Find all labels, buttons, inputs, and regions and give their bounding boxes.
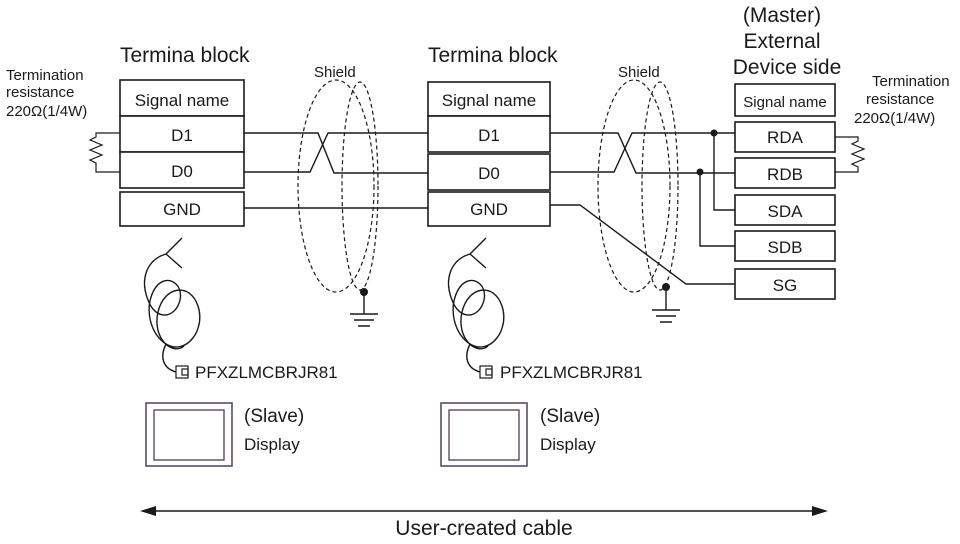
right-shield-inner	[641, 81, 679, 291]
ext-header-cell	[734, 83, 836, 117]
ext-rdb-text: RDB	[767, 165, 803, 184]
ext-sdb-text: SDB	[768, 238, 803, 257]
left-d0-cell	[119, 151, 245, 189]
left-shield-icon	[297, 79, 375, 293]
cable-span-label: User-created cable	[395, 517, 572, 539]
left-termination-line-3: 220Ω(1/4W)	[6, 103, 87, 120]
right-termination: Termination resistance 220Ω(1/4W)	[835, 73, 950, 173]
middle-block-title: Termina block	[428, 44, 558, 67]
right-shield-icon	[597, 79, 671, 293]
left-cable-code: PFXZLMCBRJR81	[195, 363, 338, 382]
ext-rdb-cell	[734, 157, 836, 189]
middle-display-line-1: (Slave)	[540, 406, 600, 427]
left-cable-coil: PFXZLMCBRJR81	[143, 237, 338, 382]
left-d0-wire	[244, 132, 428, 173]
middle-header-text: Signal name	[442, 91, 537, 110]
right-d1-wire	[550, 132, 735, 174]
right-resistor-icon	[835, 136, 866, 173]
middle-display-line-2: Display	[540, 435, 596, 454]
middle-gnd-cell	[427, 191, 551, 227]
ext-header-text: Signal name	[743, 94, 826, 111]
ext-sdb-cell	[734, 230, 836, 262]
left-shield-label: Shield	[314, 64, 356, 81]
middle-coil-tail	[466, 343, 481, 373]
external-device: (Master) External Device side Signal nam…	[733, 4, 842, 300]
sda-bridge-wire	[713, 133, 735, 211]
right-gnd-wire	[550, 204, 735, 285]
middle-slave-display: (Slave) Display	[440, 402, 600, 467]
right-termination-line-1: Termination	[872, 73, 950, 90]
ext-sda-text: SDA	[768, 202, 804, 221]
left-cable-arrow-icon	[164, 237, 183, 269]
middle-d0-cell	[427, 153, 551, 191]
sdb-bridge-wire	[699, 172, 735, 247]
right-d0-wire	[550, 132, 735, 173]
left-header-text: Signal name	[135, 91, 230, 110]
ext-title-line-3: Device side	[733, 56, 842, 79]
right-cable: Shield	[550, 64, 735, 323]
middle-terminal-block: Termina block Signal name D1 D0 GND	[427, 44, 558, 227]
left-display-line-2: Display	[244, 435, 300, 454]
left-d1-cell	[119, 115, 245, 153]
middle-cable-coil: PFXZLMCBRJR81	[447, 237, 643, 382]
left-resistor-icon	[88, 132, 120, 173]
left-coil-icon	[143, 253, 201, 350]
middle-d1-cell	[427, 115, 551, 153]
middle-cable-code: PFXZLMCBRJR81	[500, 363, 643, 382]
ext-sg-cell	[734, 268, 836, 300]
left-slave-display: (Slave) Display	[145, 402, 304, 467]
left-d0-text: D0	[171, 162, 193, 181]
right-termination-line-2: resistance	[866, 91, 934, 108]
left-termination-line-1: Termination	[6, 67, 84, 84]
cable-span-indicator: User-created cable	[140, 506, 828, 540]
left-block-title: Termina block	[120, 44, 250, 67]
left-terminal-block: Termina block Signal name D1 D0 GND	[119, 44, 250, 227]
left-d1-text: D1	[171, 126, 193, 145]
left-display-line-1: (Slave)	[244, 406, 304, 427]
right-ground-icon	[652, 287, 680, 323]
middle-gnd-text: GND	[470, 200, 508, 219]
left-gnd-text: GND	[163, 200, 201, 219]
left-gnd-cell	[119, 191, 245, 227]
middle-cable-arrow-icon	[468, 237, 487, 269]
ext-title-line-2: External	[743, 30, 820, 53]
left-coil-tail	[162, 343, 177, 373]
middle-d0-text: D0	[478, 164, 500, 183]
ext-sg-text: SG	[773, 276, 798, 295]
left-d1-wire	[244, 132, 428, 174]
ext-sda-cell	[734, 194, 836, 226]
left-termination-line-2: resistance	[6, 84, 74, 101]
left-ground-icon	[350, 292, 378, 327]
middle-coil-icon	[447, 253, 505, 350]
left-shield-inner	[341, 81, 379, 291]
right-termination-line-3: 220Ω(1/4W)	[854, 110, 935, 127]
left-header-cell	[119, 79, 245, 117]
right-shield-label: Shield	[618, 64, 660, 81]
middle-d1-text: D1	[478, 126, 500, 145]
ext-rda-text: RDA	[767, 128, 804, 147]
ext-title-line-1: (Master)	[743, 4, 821, 27]
left-termination: Termination resistance 220Ω(1/4W)	[6, 67, 120, 173]
left-cable: Shield	[244, 64, 428, 327]
